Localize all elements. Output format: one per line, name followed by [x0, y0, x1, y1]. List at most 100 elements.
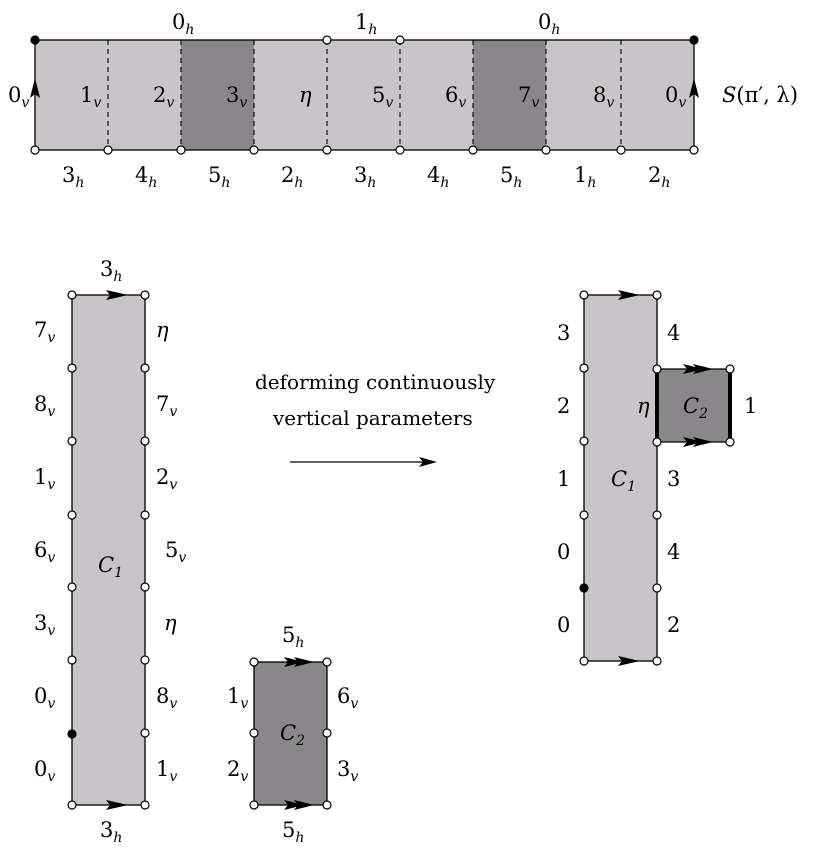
c1-tall-rectangle: 3h 3h 7v 8v 1v 6v 3v 0v 0v η 7v 2v 5v η …	[34, 257, 186, 846]
caption-line-1: deforming continuously	[255, 370, 496, 394]
vertex	[652, 364, 662, 374]
c1-right-label: η	[156, 318, 169, 342]
strip-inner-label: 1v	[80, 83, 101, 111]
c1-right-label: 2v	[156, 465, 177, 493]
c1-left-label: 0v	[34, 757, 55, 785]
vertex-filled	[67, 729, 77, 739]
arrowhead-double-right	[294, 800, 314, 810]
vertex	[67, 655, 77, 665]
strip-inner-label: 8v	[593, 83, 614, 111]
vertex	[468, 145, 478, 155]
strip-inner-label: 7v	[518, 83, 539, 111]
strip-inner-label: η	[299, 83, 312, 107]
vertex	[652, 510, 662, 520]
strip-bottom-label: 5h	[208, 163, 230, 191]
deformed-left-number: 0	[557, 540, 570, 564]
vertex	[249, 728, 259, 738]
deformed-right-number: 2	[667, 613, 680, 637]
deformed-right-number: 4	[667, 321, 680, 345]
vertex	[322, 35, 332, 45]
c2-right-label: 6v	[337, 684, 358, 712]
vertex	[140, 582, 150, 592]
vertex	[140, 728, 150, 738]
top-strip: 0h 1h 0h 0v 0v 1v 2v 3v η 5v 6v 7v 8v 3h…	[8, 10, 798, 191]
c1-name: C1	[98, 553, 123, 581]
vertex	[689, 145, 699, 155]
deformed-c1-name: C1	[611, 467, 636, 495]
deformed-left-number: 1	[557, 467, 570, 491]
deformed-c2-body	[657, 369, 730, 442]
vertex	[652, 656, 662, 666]
strip-bottom-label: 4h	[135, 163, 157, 191]
c1-right-label: 8v	[156, 684, 177, 712]
strip-top-label: 1h	[355, 10, 377, 38]
vertex	[176, 145, 186, 155]
c1-right-label: 5v	[165, 538, 186, 566]
vertex-filled	[689, 35, 699, 45]
c2-body	[254, 662, 327, 805]
vertex	[322, 728, 332, 738]
vertex	[249, 657, 259, 667]
deformed-left-number: 0	[557, 613, 570, 637]
caption-line-2: vertical parameters	[272, 406, 473, 430]
deformed-right-number: 4	[667, 540, 680, 564]
arrowhead-double-right	[683, 437, 703, 447]
strip-top-label: 0h	[538, 10, 560, 38]
vertex	[322, 145, 332, 155]
strip-inner-label: 5v	[372, 83, 393, 111]
c1-left-label: 6v	[34, 538, 55, 566]
vertex	[140, 436, 150, 446]
vertex	[249, 800, 259, 810]
c1-top-label: 3h	[100, 257, 122, 285]
c2-bottom-label: 5h	[282, 818, 304, 846]
vertex	[67, 582, 77, 592]
arrow-right-icon	[419, 457, 437, 467]
c2-small-rectangle: 5h 5h 1v 2v 6v 3v C2	[227, 623, 358, 846]
vertex	[140, 655, 150, 665]
arrowhead-double-right	[683, 364, 703, 374]
c2-left-label: 1v	[227, 684, 248, 712]
vertex	[725, 437, 735, 447]
arrowhead-double-right	[693, 364, 713, 374]
c1-right-label: η	[164, 611, 177, 635]
vertex	[322, 800, 332, 810]
c1-right-label: 1v	[156, 757, 177, 785]
vertex	[579, 656, 589, 666]
vertex	[616, 145, 626, 155]
vertex	[67, 510, 77, 520]
arrowhead-right	[618, 656, 640, 666]
strip-title: S(π′, λ)	[722, 83, 798, 107]
vertex	[67, 436, 77, 446]
arrowhead-up-right	[689, 78, 699, 98]
vertex	[30, 145, 40, 155]
arrowhead-right	[618, 290, 640, 300]
strip-bottom-label: 5h	[500, 163, 522, 191]
vertex	[322, 657, 332, 667]
c1-right-label: 7v	[156, 392, 177, 420]
vertex-filled	[30, 35, 40, 45]
vertex	[249, 145, 259, 155]
vertex	[67, 363, 77, 373]
vertex	[103, 145, 113, 155]
arrowhead-right	[106, 290, 128, 300]
c1-left-label: 3v	[34, 611, 55, 639]
c2-top-label: 5h	[282, 623, 304, 651]
c2-name: C2	[280, 721, 305, 749]
strip-cell-3v	[181, 40, 254, 150]
strip-bottom-label: 2h	[281, 163, 303, 191]
strip-inner-label: 2v	[153, 83, 174, 111]
vertex	[67, 290, 77, 300]
strip-border	[34, 39, 695, 151]
c1-left-label: 0v	[34, 684, 55, 712]
vertex	[140, 510, 150, 520]
arrowhead-right	[106, 800, 128, 810]
arrowhead-double-right	[284, 657, 304, 667]
vertex	[140, 290, 150, 300]
arrowhead-up-left	[30, 78, 40, 98]
vertex	[579, 290, 589, 300]
vertex	[395, 145, 405, 155]
c1-border	[71, 294, 146, 806]
vertex	[140, 800, 150, 810]
deformed-c1-border	[583, 294, 658, 662]
